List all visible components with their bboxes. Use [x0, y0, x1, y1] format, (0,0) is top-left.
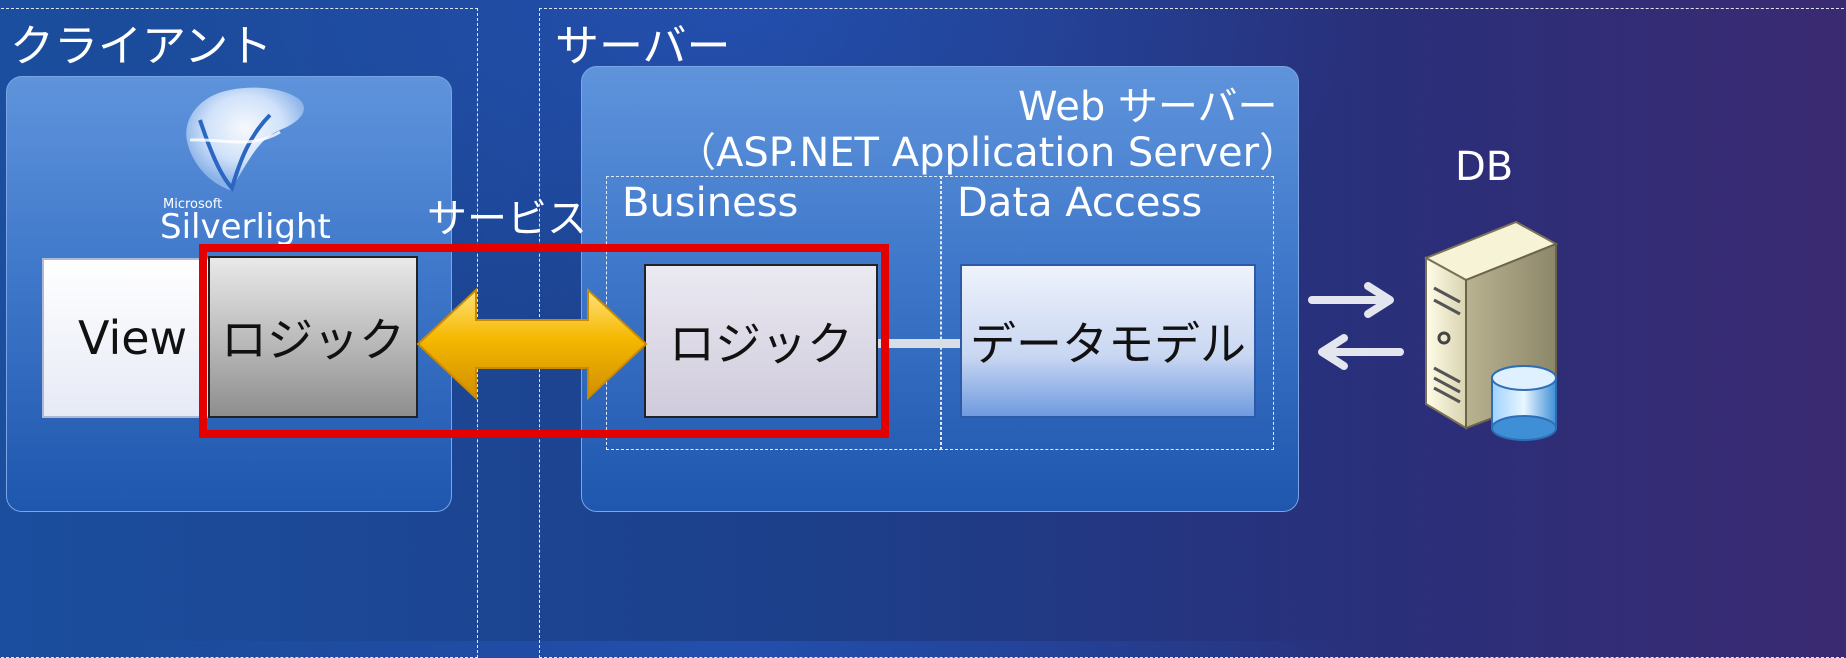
silverlight-logo-icon — [186, 87, 304, 192]
logic-datamodel-connector — [878, 339, 960, 348]
silverlight-logo-small-text: Microsoft — [163, 197, 223, 212]
logic-highlight-frame — [199, 244, 889, 438]
web-server-title: Web サーバー — [1018, 84, 1278, 130]
view-box: View — [42, 258, 210, 418]
server-zone-label: サーバー — [555, 21, 731, 72]
service-double-arrow — [416, 287, 648, 401]
db-arrows — [1308, 282, 1404, 370]
service-label: サービス — [427, 196, 587, 242]
web-server-subtitle: （ASP.NET Application Server） — [676, 130, 1300, 176]
database-server-icon — [1423, 220, 1559, 441]
data-access-layer — [940, 176, 1274, 450]
client-zone-label: クライアント — [10, 21, 273, 72]
client-logic-box: ロジック — [208, 256, 418, 418]
silverlight-logo-name: Silverlight — [160, 207, 331, 247]
server-logic-label: ロジック — [669, 317, 853, 371]
arrow-left-icon — [1318, 334, 1404, 370]
data-model-label: データモデル — [970, 317, 1246, 371]
data-access-layer-label: Data Access — [957, 180, 1203, 226]
silverlight-logo — [160, 80, 330, 250]
client-logic-label: ロジック — [221, 313, 405, 367]
arrow-right-icon — [1308, 282, 1394, 318]
business-layer-label: Business — [622, 180, 799, 226]
view-label: View — [78, 311, 188, 365]
db-label: DB — [1455, 144, 1514, 190]
server-logic-box: ロジック — [644, 264, 878, 418]
data-model-box: データモデル — [960, 264, 1256, 418]
